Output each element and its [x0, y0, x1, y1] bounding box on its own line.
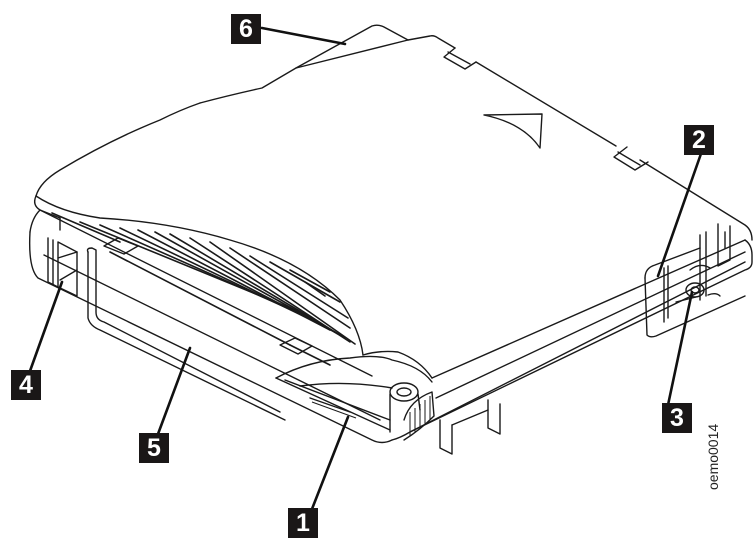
cartridge-top-surface: [35, 24, 753, 241]
foot-1: [439, 419, 453, 455]
callout-5: 5: [139, 433, 169, 463]
grip-outline: [35, 195, 364, 356]
callout-4: 4: [11, 370, 41, 400]
foot-2: [487, 399, 501, 435]
grip-ribs: [51, 212, 356, 366]
cartridge-door: [644, 223, 746, 338]
leader-2: [656, 146, 705, 278]
callout-6: 6: [231, 14, 261, 44]
callout-leaders: [28, 26, 705, 511]
figure-id: oemo0014: [705, 423, 721, 490]
leader-5: [156, 346, 192, 436]
leader-3: [666, 290, 694, 407]
leader-1: [310, 415, 350, 511]
label-area: [86, 247, 281, 413]
label-flap: [295, 24, 409, 69]
leader-pin-door: [275, 355, 435, 441]
callout-3: 3: [662, 403, 692, 433]
leader-4: [28, 280, 64, 373]
write-protect-switch: [47, 237, 78, 297]
top-notch-2: [613, 146, 649, 171]
cartridge-front-face: [28, 195, 753, 455]
direction-arrow: [483, 113, 543, 149]
callout-2: 2: [684, 125, 714, 155]
leader-6: [260, 26, 347, 46]
callout-1: 1: [288, 508, 318, 538]
